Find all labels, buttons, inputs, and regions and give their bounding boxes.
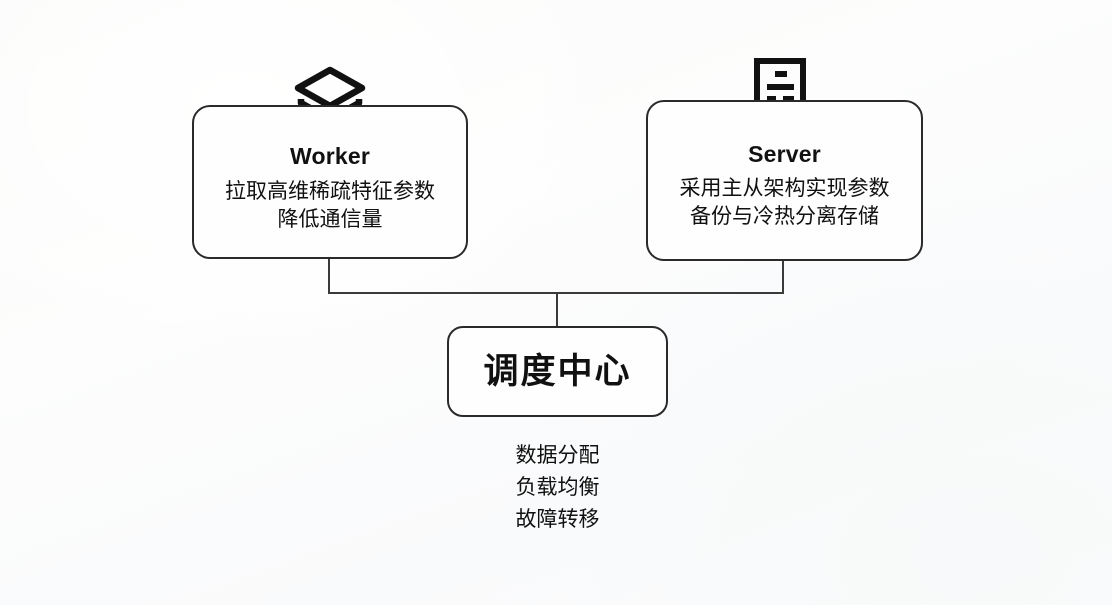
connector-server-down	[782, 260, 784, 294]
node-worker-title: Worker	[289, 143, 371, 170]
node-worker-description-line-2: 降低通信量	[277, 207, 383, 231]
node-server-description-line-1: 采用主从架构实现参数	[679, 177, 890, 201]
caption-line-3: 故障转移	[515, 507, 600, 531]
node-scheduling-center-title: 调度中心	[483, 352, 632, 391]
node-server[interactable]: Server 采用主从架构实现参数 备份与冷热分离存储	[646, 100, 923, 261]
caption-line-1: 数据分配	[515, 444, 600, 467]
scheduling-center-caption-list: 数据分配 负载均衡 故障转移	[447, 440, 668, 536]
node-server-description: 采用主从架构实现参数 备份与冷热分离存储	[680, 175, 890, 231]
node-server-title: Server	[748, 140, 821, 167]
node-server-description-line-2: 备份与冷热分离存储	[690, 205, 879, 229]
connector-center-down	[556, 292, 558, 327]
node-scheduling-center[interactable]: 调度中心	[447, 326, 668, 417]
node-worker-description: 拉取高维稀疏特征参数 降低通信量	[225, 178, 435, 234]
node-worker-description-line-1: 拉取高维稀疏特征参数	[225, 179, 435, 203]
caption-line-2: 负载均衡	[515, 475, 600, 499]
node-worker[interactable]: Worker 拉取高维稀疏特征参数 降低通信量	[192, 105, 468, 259]
connector-worker-down	[328, 258, 330, 294]
